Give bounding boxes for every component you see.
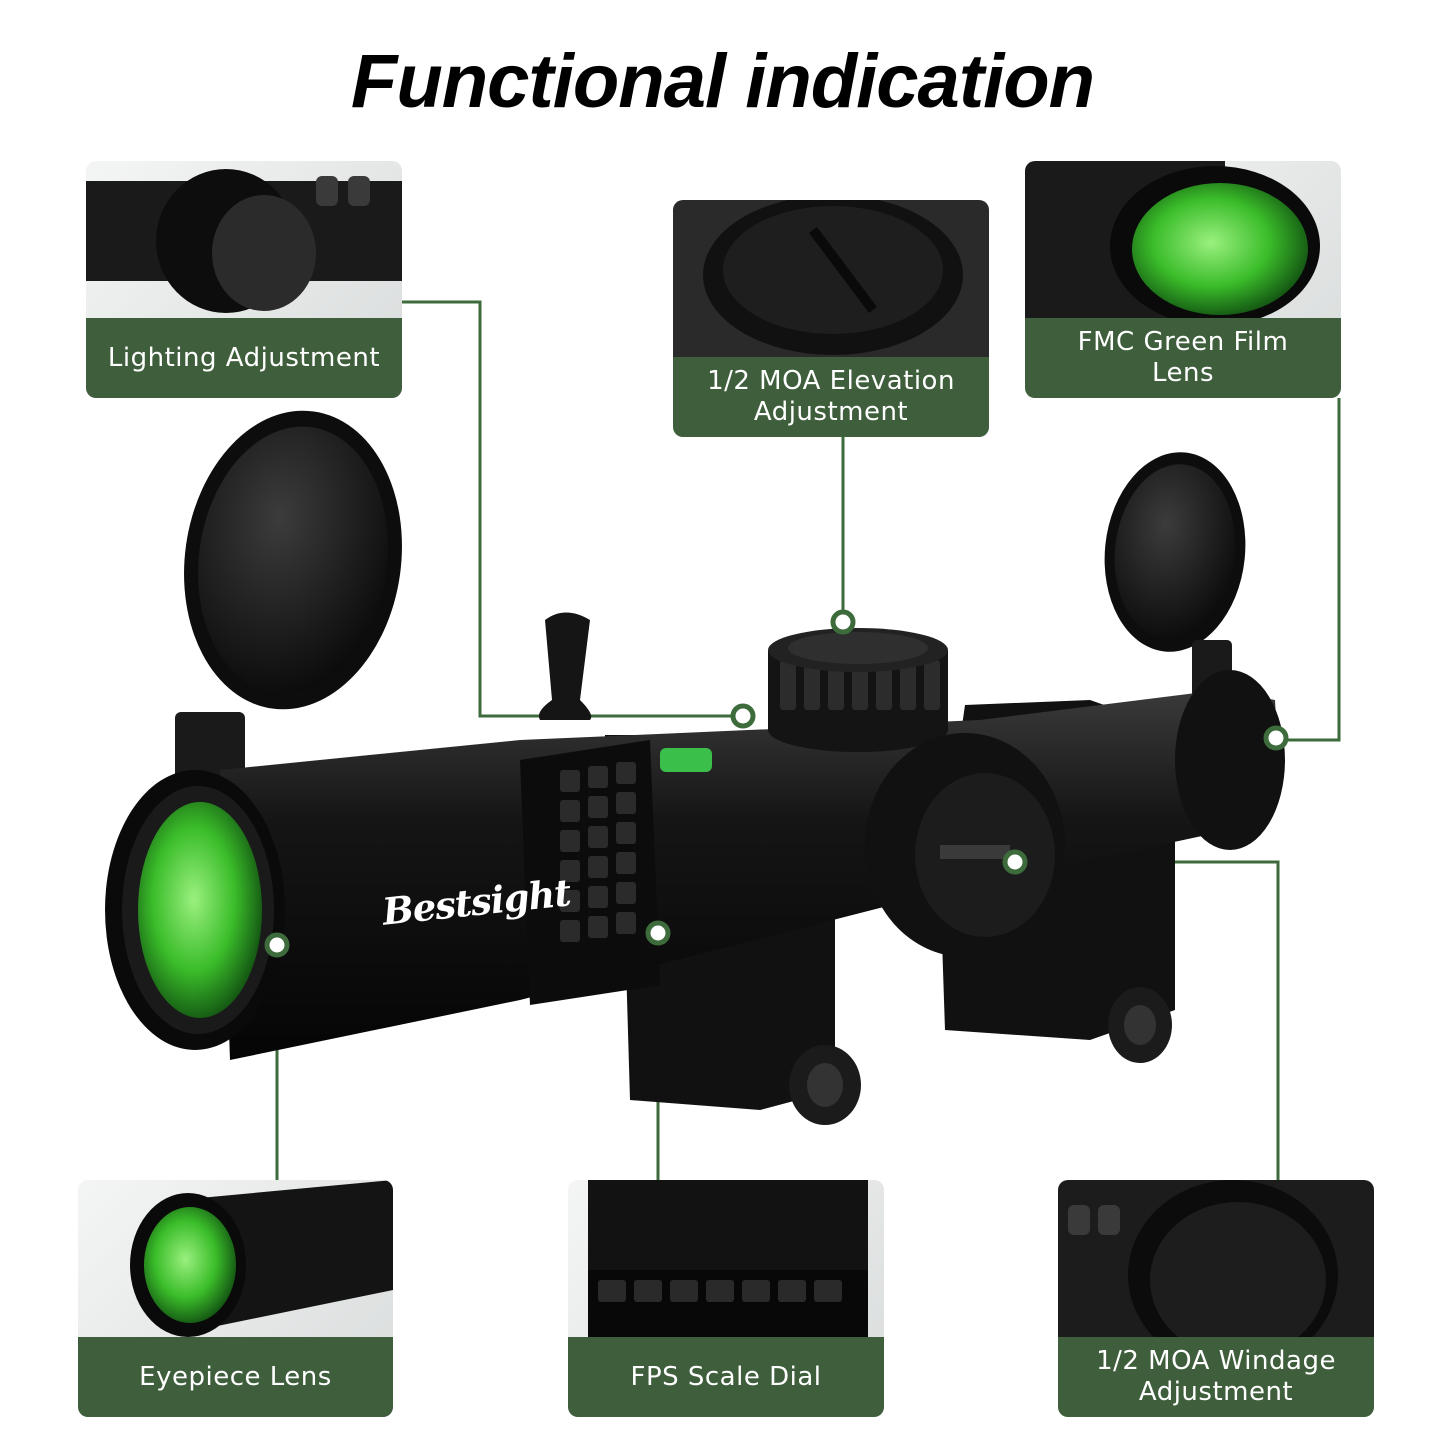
eyepiece-lens-label: Eyepiece Lens	[78, 1337, 393, 1417]
page-title: Functional indication	[350, 39, 1095, 124]
fps-scale-panel: FPS Scale Dial	[568, 1180, 884, 1417]
callout-dots	[264, 609, 1289, 958]
windage-turret	[865, 733, 1065, 957]
throw-lever	[538, 612, 592, 720]
fmc-connector	[1276, 398, 1341, 742]
windage-turret-photo	[1058, 1180, 1374, 1370]
lighting-connector	[400, 300, 740, 718]
eyepiece	[105, 770, 285, 1050]
fps-dial-photo	[588, 1180, 868, 1350]
fmc-lens-photo	[1025, 161, 1320, 326]
elevation-turret-photo	[673, 200, 989, 360]
fps-scale-label: FPS Scale Dial	[568, 1337, 884, 1417]
windage-dot	[1002, 849, 1028, 875]
rear-flip-cap	[175, 410, 402, 792]
elevation-adjustment-label: 1/2 MOA Elevation Adjustment	[673, 357, 989, 437]
elevation-dot	[830, 609, 856, 635]
eyepiece-lens-photo	[130, 1180, 393, 1337]
eyepiece-dot	[264, 932, 290, 958]
windage-adjustment-label: 1/2 MOA Windage Adjustment	[1058, 1337, 1374, 1417]
fmc-lens-label: FMC Green Film Lens	[1025, 318, 1341, 398]
bubble-level	[660, 748, 712, 772]
lighting-adjustment-panel: Lighting Adjustment	[86, 161, 402, 398]
windage-adjustment-panel: 1/2 MOA Windage Adjustment	[1058, 1180, 1374, 1417]
fmc-lens-panel: FMC Green Film Lens	[1025, 161, 1341, 398]
lighting-adjustment-label: Lighting Adjustment	[86, 318, 402, 398]
fps-dot	[645, 920, 671, 946]
elevation-turret	[768, 628, 948, 752]
fmc-dot	[1263, 725, 1289, 751]
eyepiece-lens-panel: Eyepiece Lens	[78, 1180, 393, 1417]
elevation-adjustment-panel: 1/2 MOA Elevation Adjustment	[673, 200, 989, 437]
lighting-dot	[730, 703, 756, 729]
front-flip-cap	[1104, 452, 1246, 700]
lighting-knob-photo	[86, 169, 402, 313]
power-ring	[520, 740, 660, 1005]
